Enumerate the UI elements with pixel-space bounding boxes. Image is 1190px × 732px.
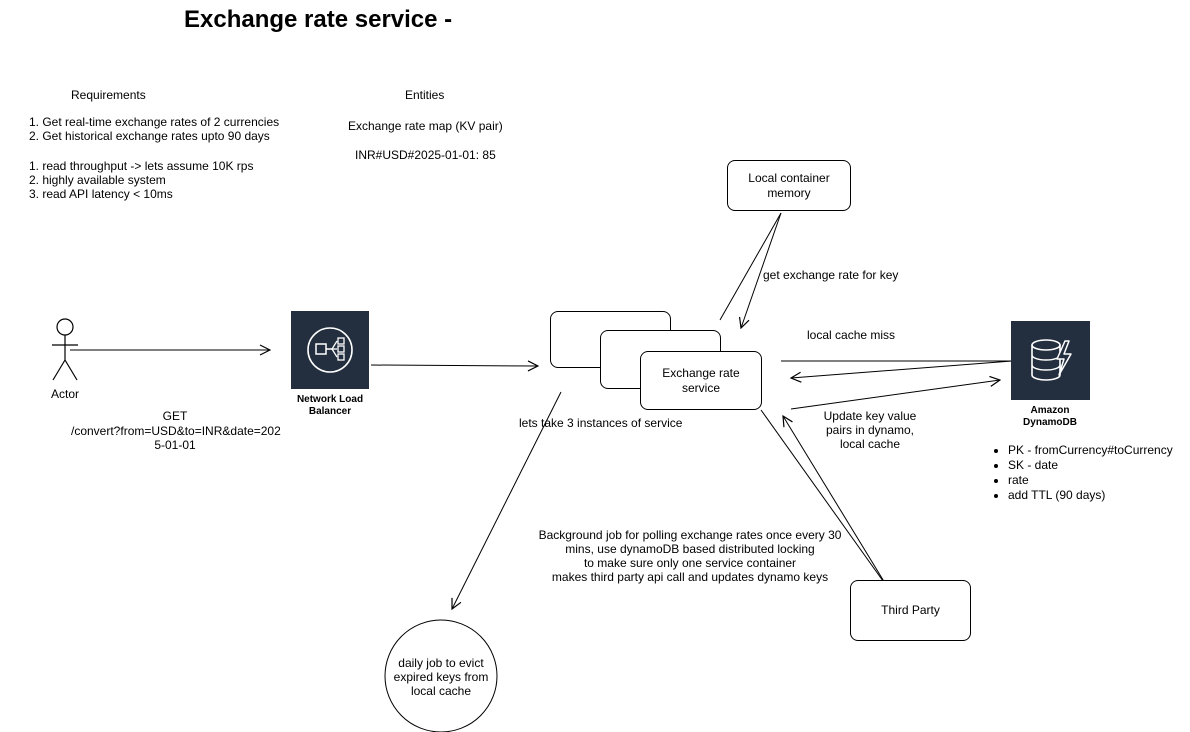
request-method: GET: [162, 409, 188, 423]
background-job-note-4: makes third party api call and updates d…: [551, 570, 829, 584]
background-job-note-2: mins, use dynamoDB based distributed loc…: [565, 542, 815, 556]
requirement-item: 1. read throughput -> lets assume 10K rp…: [29, 159, 254, 173]
arrow-memory-to-service: [741, 212, 782, 328]
local-memory-label: Local container: [748, 170, 830, 185]
dynamodb-attributes-list: PK - fromCurrency#toCurrency SK - date r…: [990, 443, 1173, 503]
request-path-cont: 5-01-01: [154, 438, 196, 452]
requirement-item: 3. read API latency < 10ms: [29, 187, 173, 201]
page-title: Exchange rate service -: [184, 6, 453, 33]
entities-line: Exchange rate map (KV pair): [348, 119, 503, 133]
edge-label-update-2: pairs in dynamo,: [825, 423, 915, 437]
list-item: rate: [1008, 473, 1173, 488]
actor-label: Actor: [51, 387, 80, 401]
arrow-service-to-daily-job: [452, 391, 562, 609]
nlb-label-cont: Balancer: [308, 406, 352, 417]
third-party-label: Third Party: [881, 603, 940, 617]
service-label: Exchange rate: [662, 365, 740, 380]
request-path: /convert?from=USD&to=INR&date=202: [71, 424, 281, 438]
arrow-third-party-to-service: [783, 416, 889, 589]
edge-label-update-3: local cache: [839, 437, 901, 451]
dynamodb-label-cont: DynamoDB: [1023, 417, 1077, 428]
daily-job-label: daily job to evict: [398, 656, 484, 670]
service-instances-note: lets take 3 instances of service: [519, 416, 683, 430]
requirement-item: 1. Get real-time exchange rates of 2 cur…: [29, 115, 280, 129]
local-memory-label-cont: memory: [767, 185, 811, 200]
third-party-box: Third Party: [850, 580, 971, 641]
nlb-label: Network Load: [296, 394, 364, 405]
background-job-note-3: to make sure only one service container: [583, 556, 797, 570]
list-item: add TTL (90 days): [1008, 488, 1173, 503]
entities-heading: Entities: [405, 88, 445, 102]
background-job-note: Background job for polling exchange rate…: [538, 528, 842, 542]
arrow-dynamo-to-service: [791, 360, 1013, 378]
arrow-service-to-dynamo: [790, 380, 1000, 410]
actor-figure: [52, 318, 78, 381]
network-load-balancer-icon: [291, 311, 369, 389]
local-memory-box: Local container memory: [727, 160, 851, 211]
requirement-item: 2. highly available system: [29, 173, 166, 187]
arrow-nlb-to-service: [370, 365, 538, 366]
service-label-cont: service: [681, 380, 720, 395]
requirements-heading: Requirements: [71, 88, 146, 102]
dynamodb-icon: [1011, 321, 1090, 400]
daily-job-label-2: expired keys from: [393, 670, 489, 684]
dynamodb-label: Amazon: [1030, 405, 1070, 416]
entities-line: INR#USD#2025-01-01: 85: [355, 148, 496, 162]
edge-label-update: Update key value: [823, 409, 917, 423]
list-item: SK - date: [1008, 458, 1173, 473]
daily-job-label-3: local cache: [410, 684, 472, 698]
edge-label-get-rate: get exchange rate for key: [763, 268, 899, 282]
list-item: PK - fromCurrency#toCurrency: [1008, 443, 1173, 458]
edge-label-cache-miss: local cache miss: [807, 328, 896, 342]
arrow-service-to-third-party: [760, 409, 889, 589]
requirement-item: 2. Get historical exchange rates upto 90…: [29, 129, 270, 143]
arrow-service-to-memory: [719, 212, 782, 321]
daily-job-circle: [384, 619, 498, 732]
service-instance-main: Exchange rate service: [640, 351, 762, 410]
